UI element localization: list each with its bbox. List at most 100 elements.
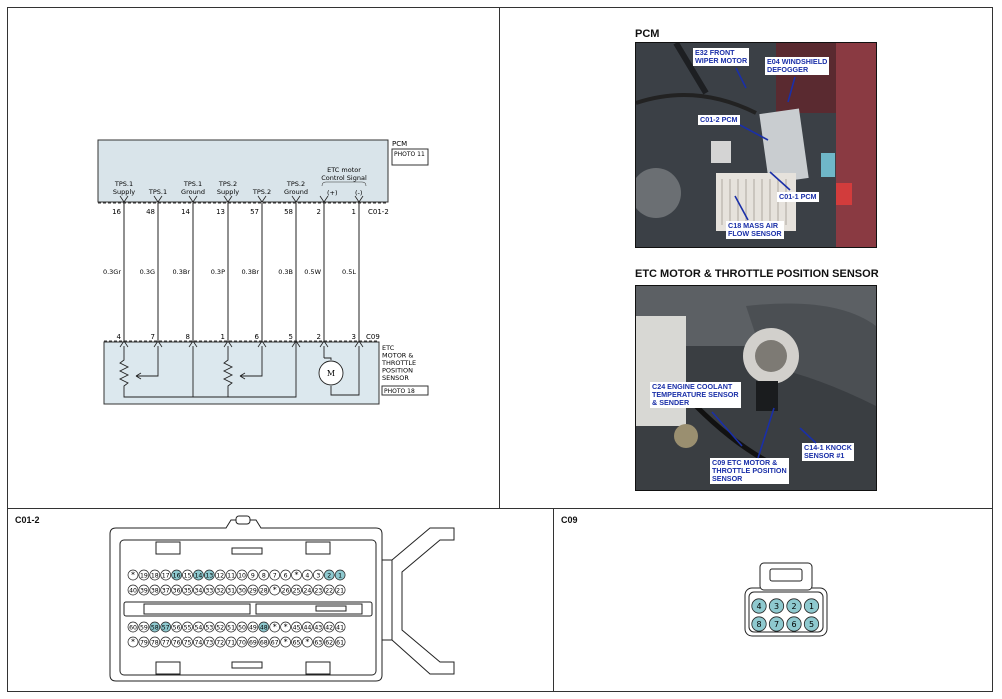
- c01-pin-label: 39: [140, 588, 148, 595]
- c01-pin: [258, 621, 270, 633]
- c01-pin-label: 68: [260, 640, 268, 647]
- signal-bracket: [321, 181, 367, 187]
- pcm-terminal: [354, 195, 364, 203]
- callout-c09: C09 ETC MOTOR & THROTTLE POSITION SENSOR: [710, 458, 789, 484]
- pcm-terminal: [223, 195, 233, 203]
- callout-c01-1: C01-1 PCM: [777, 192, 819, 202]
- c01-pin-label: 4: [305, 573, 309, 580]
- motor-label: M: [327, 369, 335, 378]
- c01-pin: [323, 636, 335, 648]
- c01-pin: [214, 569, 226, 581]
- etc-pin-number: 2: [317, 333, 321, 341]
- wire-color: 0.5W: [304, 268, 321, 276]
- etc-pin-number: 6: [255, 333, 260, 341]
- etc-terminal: [188, 340, 198, 348]
- c01-pin-label: *: [131, 571, 135, 580]
- c01-pin: [247, 584, 259, 596]
- c01-pin: [236, 569, 248, 581]
- c01-pin: [149, 621, 161, 633]
- pcm-photo-art: [636, 43, 876, 247]
- etc-terminal: [153, 340, 163, 348]
- c09-pin-label: 1: [809, 602, 814, 611]
- signal-label: TPS.2: [218, 180, 237, 188]
- c01-pin: [138, 569, 150, 581]
- c01-pin: [302, 636, 313, 648]
- c01-pin-label: 59: [140, 625, 148, 632]
- c09-pin-label: 6: [791, 620, 796, 629]
- etc-terminal: [257, 340, 267, 348]
- c01-pin: [160, 636, 172, 648]
- c01-pin-label: *: [284, 623, 288, 632]
- c01-pin-label: 73: [205, 640, 213, 647]
- c01-pin-label: 55: [184, 625, 192, 632]
- c09-label: C09: [561, 515, 578, 525]
- c01-pin-label: 29: [249, 588, 257, 595]
- c01-pin: [203, 569, 215, 581]
- c01-pin-label: 49: [249, 625, 257, 632]
- c01-pin: [312, 569, 324, 581]
- c01-pin-label: 34: [194, 588, 202, 595]
- c01-pin-label: 61: [336, 640, 344, 647]
- callout-c18: C18 MASS AIR FLOW SENSOR: [726, 221, 784, 239]
- c01-pin-label: 57: [162, 625, 170, 632]
- c01-pin-label: 44: [303, 625, 311, 632]
- c01-pin-label: 17: [162, 573, 170, 580]
- c01-pin-label: 12: [216, 573, 224, 580]
- c01-pin-label: 3: [316, 573, 320, 580]
- c01-pin-label: 23: [314, 588, 322, 595]
- etc-pin-number: 4: [117, 333, 122, 341]
- signal-title-1: ETC motor: [327, 166, 361, 174]
- c01-pin-label: 45: [293, 625, 301, 632]
- c01-pin: [203, 584, 215, 596]
- pcm-terminal: [319, 195, 329, 203]
- etc-terminal: [354, 340, 364, 348]
- c01-pin: [236, 584, 248, 596]
- c01-pin: [302, 584, 313, 596]
- c01-pin-label: 41: [336, 625, 344, 632]
- c01-pin-label: 32: [216, 588, 224, 595]
- c01-pin-label: 75: [184, 640, 192, 647]
- c01-2-label: C01-2: [15, 515, 40, 525]
- tps1-potentiometer: [118, 342, 297, 398]
- c01-pin-label: 63: [314, 640, 322, 647]
- wire-color: 0.3G: [140, 268, 155, 276]
- c01-pin-label: 53: [205, 625, 213, 632]
- etc-pin-number: 8: [186, 333, 190, 341]
- etc-photo-ref: PHOTO 18: [384, 388, 415, 395]
- signal-label: Ground: [284, 188, 308, 196]
- c01-pin-label: 65: [293, 640, 301, 647]
- c01-pin-label: 8: [262, 573, 266, 580]
- wire-color: 0.5L: [342, 268, 356, 276]
- c01-pin: [323, 569, 335, 581]
- wire-color: 0.3P: [211, 268, 225, 276]
- c01-pin-label: 35: [184, 588, 192, 595]
- signal-label: TPS.1: [148, 188, 167, 196]
- c01-pin: [193, 584, 204, 596]
- c01-pin-label: 71: [227, 640, 235, 647]
- c01-pin: [302, 621, 313, 633]
- c01-pin: [236, 636, 248, 648]
- c01-pin-label: 74: [194, 640, 202, 647]
- signal-label: Ground: [181, 188, 205, 196]
- c01-pin: [149, 569, 161, 581]
- c01-pin-label: 77: [162, 640, 170, 647]
- callout-c14-1: C14-1 KNOCK SENSOR #1: [802, 443, 854, 461]
- etc-label-line: ETC: [382, 344, 395, 352]
- c01-pin: [291, 584, 302, 596]
- c01-pin-label: 43: [314, 625, 322, 632]
- c01-pin: [334, 621, 346, 633]
- c01-pin: [138, 636, 150, 648]
- pcm-connector-label: C01-2: [368, 208, 389, 216]
- c01-pin-label: 26: [282, 588, 290, 595]
- signal-label: Supply: [113, 188, 135, 196]
- c01-pin: [334, 569, 346, 581]
- etc-photo-title: ETC MOTOR & THROTTLE POSITION SENSOR: [635, 268, 879, 280]
- c01-pin-label: 62: [325, 640, 333, 647]
- c01-pin: [182, 636, 193, 648]
- wire-color: 0.3Gr: [103, 268, 121, 276]
- callout-c24: C24 ENGINE COOLANT TEMPERATURE SENSOR & …: [650, 382, 741, 408]
